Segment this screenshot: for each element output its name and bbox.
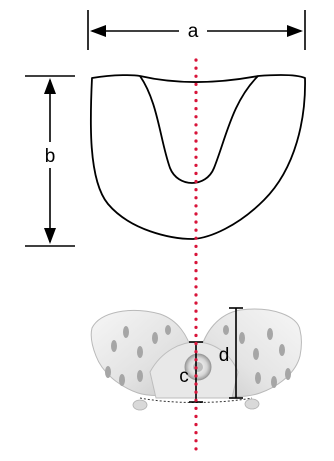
tray-left-wing-holes xyxy=(105,325,171,386)
dimension-d: d xyxy=(219,307,243,399)
dimension-c-label: c xyxy=(179,366,189,387)
tray-right-wing-holes xyxy=(223,325,291,388)
dimension-a-label: a xyxy=(188,21,199,42)
dimension-b: b xyxy=(25,75,75,247)
dimension-b-label: b xyxy=(45,146,56,167)
tray-top-view-outline xyxy=(89,74,306,240)
tray-handle-hub-inner xyxy=(193,362,203,372)
tray-outer-outline xyxy=(89,74,306,240)
tray-right-foot xyxy=(244,398,260,410)
dimension-a: a xyxy=(87,10,306,50)
dimension-a-left-arrowhead xyxy=(90,25,106,37)
dimension-b-bottom-arrowhead xyxy=(44,228,56,244)
dimension-a-right-arrowhead xyxy=(287,25,303,37)
tray-front-view-image xyxy=(90,308,302,411)
tray-base-dashed-line xyxy=(139,397,253,403)
dimension-d-label: d xyxy=(219,345,230,366)
dimension-b-top-arrowhead xyxy=(44,78,56,94)
tray-inner-tongue-cutout xyxy=(139,75,259,184)
tray-left-foot xyxy=(132,399,148,411)
